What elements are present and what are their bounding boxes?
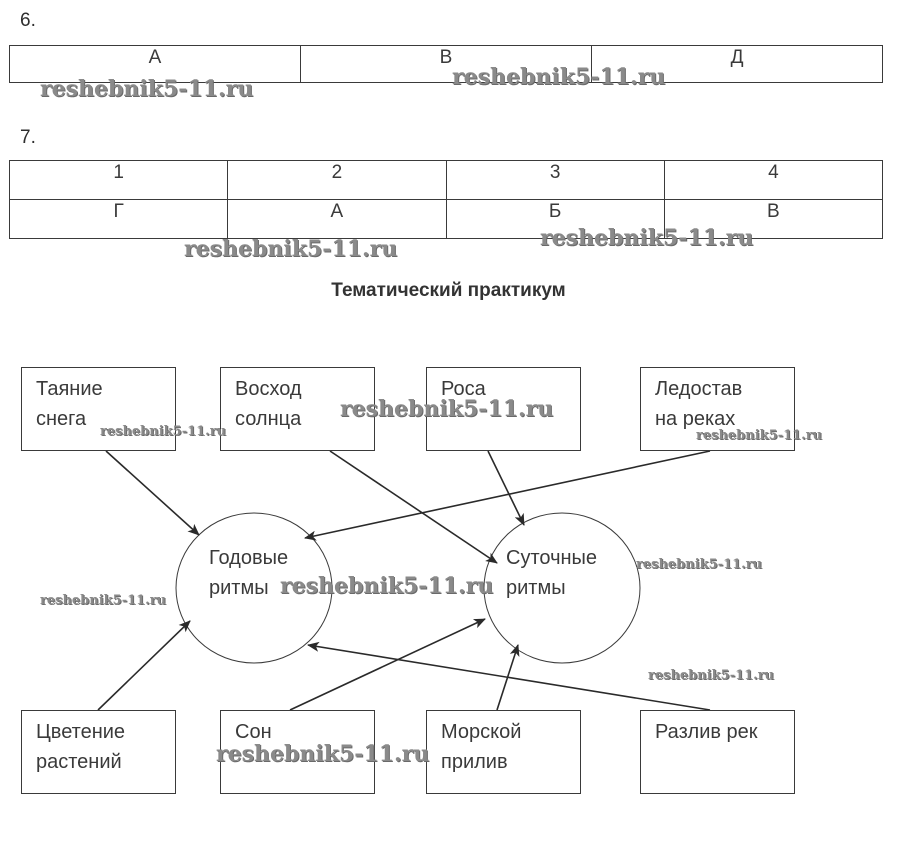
table-header-cell: 1 (8, 160, 229, 200)
box-line: прилив (441, 751, 508, 773)
watermark: reshebnik5-11.ru (696, 428, 823, 443)
watermark: reshebnik5-11.ru (184, 236, 398, 262)
circle-label-daily: Суточные ритмы (506, 543, 597, 603)
circle-line: Годовые (209, 547, 289, 569)
table-cell: В (663, 199, 884, 239)
watermark: reshebnik5-11.ru (40, 593, 167, 608)
table-row: А В Д (9, 45, 883, 83)
watermark: reshebnik5-11.ru (452, 64, 666, 90)
box-river-freeze: Ледостав на реках (640, 367, 795, 451)
arrow-snow-to-annual (105, 450, 200, 536)
box-snow-melting: Таяние снега (21, 367, 176, 451)
box-line: на реках (655, 408, 736, 430)
watermark: reshebnik5-11.ru (100, 424, 227, 439)
watermark: reshebnik5-11.ru (40, 76, 254, 102)
box-sleep: Сон (220, 710, 375, 794)
arrow-bloom-to-annual (97, 620, 191, 711)
box-line: Морской (441, 721, 522, 743)
arrow-dew-to-daily (487, 450, 525, 526)
section-title: Тематический практикум (331, 280, 566, 301)
box-line: Восход (235, 378, 302, 400)
table-row: Г А Б В (8, 199, 884, 239)
arrow-sunrise-to-daily (329, 450, 498, 564)
watermark: reshebnik5-11.ru (540, 225, 754, 251)
table-cell: Г (8, 199, 229, 239)
box-line: Цветение (36, 721, 126, 743)
table-header-row: 1 2 3 4 (8, 160, 884, 200)
box-line: растений (36, 751, 122, 773)
table-header-cell: 4 (663, 160, 884, 200)
box-plant-bloom: Цветение растений (21, 710, 176, 794)
watermark: reshebnik5-11.ru (340, 396, 554, 422)
question-6-number: 6. (20, 10, 36, 31)
box-line: снега (36, 408, 87, 430)
box-sea-tide: Морской прилив (426, 710, 581, 794)
table-header-cell: 3 (445, 160, 665, 200)
circle-line: ритмы (209, 577, 269, 599)
circle-line: Суточные (506, 547, 598, 569)
box-line: солнца (235, 408, 302, 430)
watermark: reshebnik5-11.ru (280, 573, 494, 599)
watermark: reshebnik5-11.ru (636, 557, 763, 572)
box-sunrise: Восход солнца (220, 367, 375, 451)
box-river-flood: Разлив рек (640, 710, 795, 794)
table-cell: А (227, 199, 447, 239)
box-line: Таяние (36, 378, 103, 400)
table-cell: Б (445, 199, 665, 239)
table-cell: В (300, 45, 592, 83)
arrow-tide-to-daily (496, 644, 520, 711)
watermark: reshebnik5-11.ru (648, 668, 775, 683)
watermark: reshebnik5-11.ru (216, 741, 430, 767)
box-line: Сон (235, 721, 272, 743)
table-cell: А (9, 45, 301, 83)
table-header-cell: 2 (227, 160, 447, 200)
box-line: Ледостав (655, 378, 743, 400)
question-7-answer-table: 1 2 3 4 Г А Б В (8, 160, 884, 239)
arrow-freeze-to-annual (304, 450, 711, 541)
box-line: Разлив рек (655, 721, 758, 743)
circle-line: ритмы (506, 577, 566, 599)
question-6-answer-table: А В Д (9, 45, 883, 83)
arrow-sleep-to-daily (289, 618, 486, 711)
question-7-number: 7. (20, 127, 36, 148)
table-cell: Д (591, 45, 883, 83)
circle-label-annual: Годовые ритмы (209, 543, 288, 603)
box-line: Роса (441, 378, 486, 400)
box-dew: Роса (426, 367, 581, 451)
